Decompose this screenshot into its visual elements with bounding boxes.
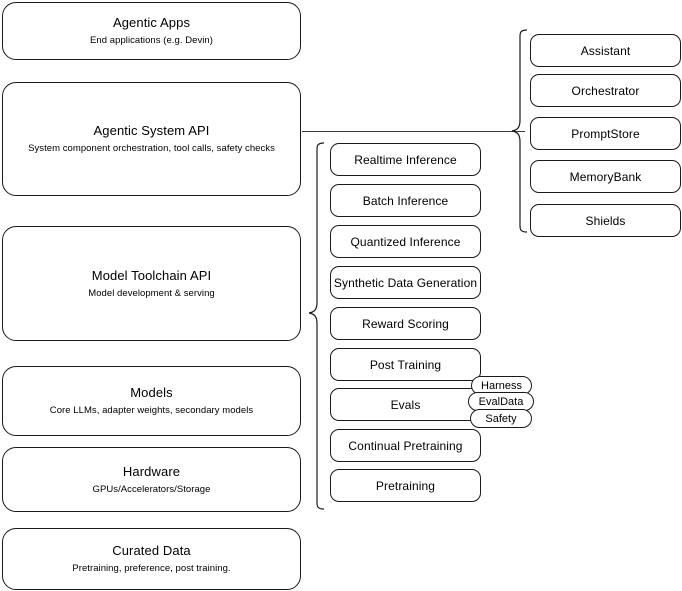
component-label: Quantized Inference (350, 234, 461, 249)
component-label: Evals (390, 397, 421, 412)
component-label: Shields (585, 213, 626, 228)
layer-subtitle: End applications (e.g. Devin) (90, 35, 213, 46)
layer-box-curated-data[interactable]: Curated Data Pretraining, preference, po… (2, 528, 301, 590)
system-component-shields[interactable]: Shields (530, 204, 681, 237)
layer-title: Models (130, 385, 173, 400)
toolchain-component-batch-inference[interactable]: Batch Inference (330, 184, 481, 217)
layer-box-models[interactable]: Models Core LLMs, adapter weights, secon… (2, 366, 301, 436)
layer-subtitle: Model development & serving (88, 287, 215, 299)
component-label: Pretraining (375, 478, 436, 493)
toolchain-component-continual-pretraining[interactable]: Continual Pretraining (330, 429, 481, 462)
component-label: Synthetic Data Generation (333, 275, 478, 290)
evals-tag-evaldata[interactable]: EvalData (468, 392, 534, 411)
system-component-memorybank[interactable]: MemoryBank (530, 160, 681, 193)
component-label: Batch Inference (362, 193, 449, 208)
system-component-orchestrator[interactable]: Orchestrator (530, 74, 681, 107)
component-label: Assistant (580, 43, 631, 58)
toolchain-component-pretraining[interactable]: Pretraining (330, 469, 481, 502)
brace-toolchain-components (308, 142, 325, 510)
component-label: Post Training (369, 357, 442, 372)
toolchain-component-synthetic-data-generation[interactable]: Synthetic Data Generation (330, 266, 481, 299)
component-label: Realtime Inference (354, 152, 457, 167)
layer-subtitle: System component orchestration, tool cal… (28, 143, 275, 154)
component-label: Continual Pretraining (348, 438, 463, 453)
component-label: PromptStore (571, 126, 640, 141)
layer-title: Agentic System API (93, 123, 210, 138)
evals-tag-label: EvalData (478, 395, 524, 408)
layer-subtitle: GPUs/Accelerators/Storage (92, 483, 211, 495)
evals-tag-label: Harness (481, 379, 522, 392)
connector-system-api-to-components (302, 131, 525, 132)
evals-tag-safety[interactable]: Safety (470, 409, 532, 428)
toolchain-component-evals[interactable]: Evals (330, 388, 481, 421)
component-label: MemoryBank (569, 169, 642, 184)
component-label: Reward Scoring (362, 316, 449, 331)
layer-title: Hardware (122, 463, 181, 479)
layer-subtitle: Core LLMs, adapter weights, secondary mo… (49, 405, 254, 416)
layer-title: Model Toolchain API (91, 267, 212, 283)
brace-system-components (511, 29, 528, 233)
layer-box-agentic-apps[interactable]: Agentic Apps End applications (e.g. Devi… (2, 2, 301, 60)
evals-tag-label: Safety (485, 412, 517, 425)
component-label: Orchestrator (571, 83, 640, 98)
layer-box-hardware[interactable]: Hardware GPUs/Accelerators/Storage (2, 447, 301, 512)
layer-title: Agentic Apps (112, 15, 191, 30)
layer-title: Curated Data (112, 543, 191, 558)
layer-box-model-toolchain-api[interactable]: Model Toolchain API Model development & … (2, 226, 301, 341)
layer-box-agentic-system-api[interactable]: Agentic System API System component orch… (2, 82, 301, 196)
toolchain-component-reward-scoring[interactable]: Reward Scoring (330, 307, 481, 340)
toolchain-component-post-training[interactable]: Post Training (330, 348, 481, 381)
system-component-promptstore[interactable]: PromptStore (530, 117, 681, 150)
layer-subtitle: Pretraining, preference, post training. (72, 563, 231, 574)
system-component-assistant[interactable]: Assistant (530, 34, 681, 67)
toolchain-component-realtime-inference[interactable]: Realtime Inference (330, 143, 481, 176)
toolchain-component-quantized-inference[interactable]: Quantized Inference (330, 225, 481, 258)
